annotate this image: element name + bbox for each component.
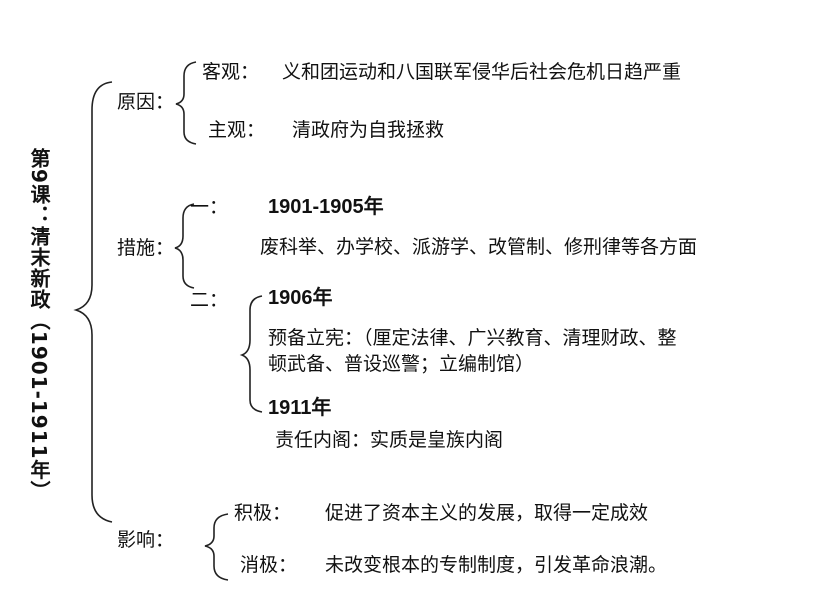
lesson-title: 第9课：清末新政（1901-1911年） [27,148,51,502]
positive-text: 促进了资本主义的发展，取得一定成效 [325,502,649,524]
measures-label: 措施： [117,237,175,259]
subjective-text: 清政府为自我拯救 [292,119,445,141]
phase2-year-1906: 1906年 [268,287,333,309]
phase2-year-1911: 1911年 [268,397,332,419]
measures-brace [174,203,195,289]
phase2-brace [239,295,263,413]
phase1-text: 废科举、办学校、派游学、改管制、修刑律等各方面 [260,236,698,258]
phase2-text-1911: 责任内阁：实质是皇族内阁 [275,429,504,451]
negative-text: 未改变根本的专制制度，引发革命浪潮。 [325,554,668,576]
phase2-label: 二： [190,289,229,311]
main-brace [73,81,113,523]
positive-label: 积极： [234,502,292,524]
negative-label: 消极： [240,554,298,576]
phase1-years: 1901-1905年 [268,196,384,218]
impact-brace [204,513,229,581]
objective-text: 义和团运动和八国联军侵华后社会危机日趋严重 [282,61,682,83]
phase2-text-1906-line2: 顿武备、普设巡警；立编制馆） [268,353,535,375]
phase2-text-1906-line1: 预备立宪：（厘定法律、广兴教育、清理财政、整 [268,327,677,349]
subjective-label: 主观： [208,119,266,141]
impact-label: 影响： [117,529,175,551]
objective-label: 客观： [202,61,260,83]
phase1-label: 一： [190,196,229,218]
causes-brace [175,61,197,145]
causes-label: 原因： [117,91,175,113]
